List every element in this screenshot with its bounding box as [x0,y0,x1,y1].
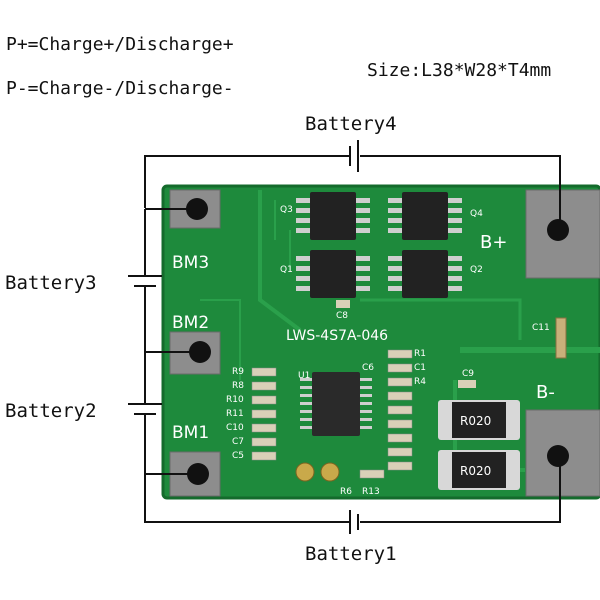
pad-label-b-minus: B- [536,382,555,403]
label-q4: Q4 [470,209,483,219]
label-r11: R11 [226,409,244,419]
pad-bm4-top [169,189,221,229]
battery4-label: Battery4 [305,113,397,135]
label-q1: Q1 [280,265,293,275]
mosfet-q4 [388,192,462,240]
pad-label-b-plus: B+ [480,232,507,253]
label-c6: C6 [362,363,374,373]
label-r4: R4 [414,377,426,387]
label-c10: C10 [226,423,244,433]
label-c5: C5 [232,451,244,461]
pad-label-bm3: BM3 [172,253,209,273]
mosfet-q1 [296,250,370,298]
battery1-label: Battery1 [305,543,397,565]
label-c11: C11 [532,323,550,333]
size-note: Size:L38*W28*T4mm [367,60,552,81]
pad-label-bm2: BM2 [172,313,209,333]
board-model: LWS-4S7A-046 [286,328,388,344]
label-c7: C7 [232,437,244,447]
battery-wiring [128,140,561,534]
label-c8: C8 [336,311,348,321]
label-r13: R13 [362,487,380,497]
label-r9: R9 [232,367,244,377]
p-minus-note: P-=Charge-/Discharge- [6,78,234,99]
pad-b-plus [525,189,600,279]
pad-b-minus [525,409,600,497]
mosfet-q2 [388,250,462,298]
ic-u1 [300,372,372,436]
label-r10: R10 [226,395,244,405]
p-plus-note: P+=Charge+/Discharge+ [6,34,234,55]
label-u1: U1 [298,371,310,381]
battery2-label: Battery2 [5,400,97,422]
label-q3: Q3 [280,205,293,215]
shunt-label-bottom: R020 [460,464,491,478]
shunt-r020-top [438,400,520,440]
pad-label-bm1: BM1 [172,423,209,443]
label-r8: R8 [232,381,244,391]
shunt-label-top: R020 [460,414,491,428]
label-c9: C9 [462,369,474,379]
battery3-label: Battery3 [5,272,97,294]
label-c1: C1 [414,363,426,373]
shunt-r020-bottom [438,450,520,490]
label-r1: R1 [414,349,426,359]
mosfet-q3 [296,192,370,240]
label-r6: R6 [340,487,352,497]
label-q2: Q2 [470,265,483,275]
